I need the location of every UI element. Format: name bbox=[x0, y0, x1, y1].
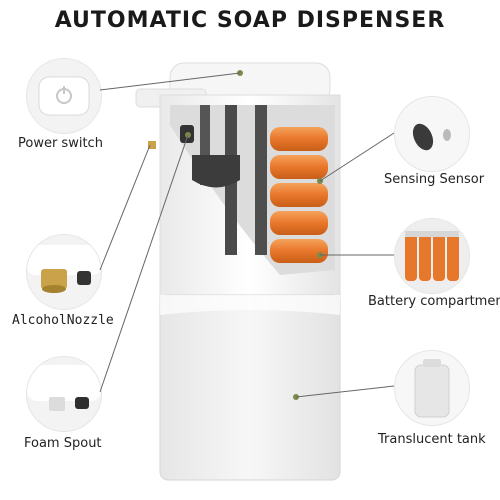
dispenser-illustration bbox=[135, 62, 341, 481]
sensing-sensor-callout bbox=[394, 96, 470, 172]
sensing-sensor-label: Sensing Sensor bbox=[384, 172, 485, 187]
battery-compartment-label: Battery compartment bbox=[368, 294, 500, 309]
power-switch-callout bbox=[26, 58, 102, 134]
leader-power-switch bbox=[99, 72, 241, 91]
battery-compartment-callout bbox=[394, 218, 470, 294]
product-title: AUTOMATIC SOAP DISPENSER bbox=[54, 8, 446, 33]
alcohol-nozzle-callout bbox=[26, 234, 102, 310]
alcohol-nozzle-label: AlcoholNozzle bbox=[12, 313, 114, 328]
leader-tank bbox=[295, 385, 395, 398]
foam-spout-callout bbox=[26, 356, 102, 432]
leader-sensing-sensor bbox=[319, 132, 395, 182]
power-switch-label: Power switch bbox=[18, 136, 103, 151]
translucent-tank-callout bbox=[394, 350, 470, 426]
leader-foam-spout bbox=[99, 134, 189, 393]
translucent-tank-label: Translucent tank bbox=[378, 432, 486, 447]
leader-alcohol-nozzle bbox=[99, 144, 151, 271]
foam-spout-label: Foam Spout bbox=[24, 436, 102, 451]
